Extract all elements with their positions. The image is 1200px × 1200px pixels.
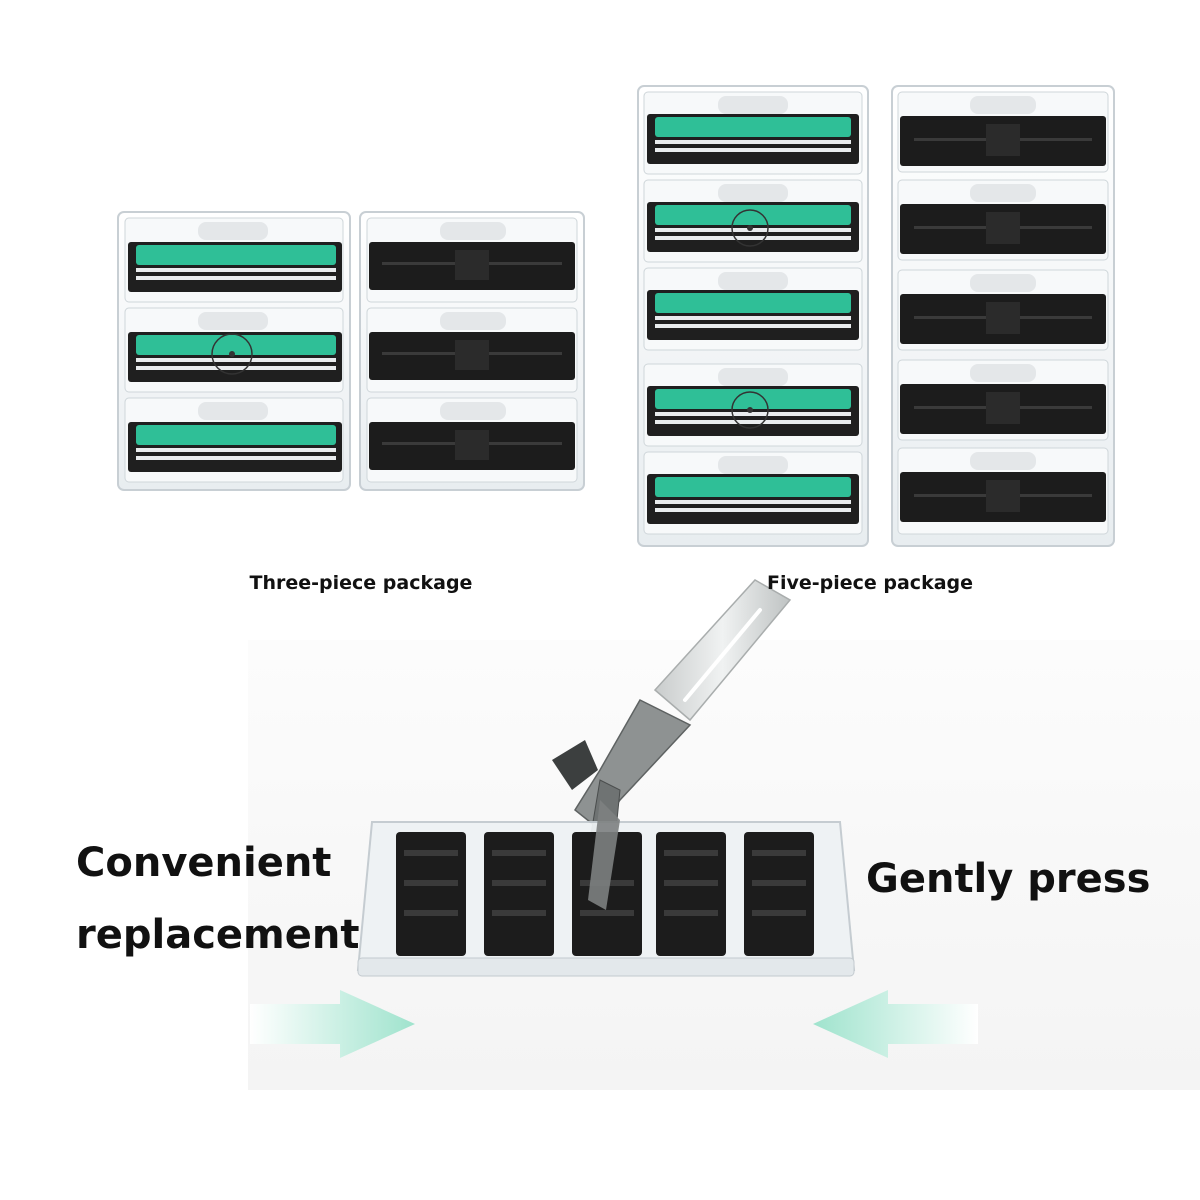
tray-cartridge	[484, 832, 554, 956]
arrow-right-icon	[250, 990, 415, 1058]
green-cartridge	[643, 363, 863, 447]
headline-convenient: Convenient	[76, 840, 332, 886]
green-cartridge	[643, 267, 863, 351]
black-cartridge	[897, 91, 1109, 173]
black-cartridge	[897, 447, 1109, 535]
cartridge-tray	[356, 800, 856, 977]
green-cartridge	[643, 91, 863, 175]
black-cartridge	[366, 307, 578, 393]
black-cartridge	[897, 269, 1109, 351]
tray-cartridge	[396, 832, 466, 956]
three-piece-caption: Three-piece package	[249, 572, 473, 594]
three-piece-black-column	[359, 211, 585, 491]
five-piece-black-column	[891, 85, 1115, 547]
arrow-left-icon	[813, 990, 978, 1058]
tray-cartridge	[744, 832, 814, 956]
black-cartridge	[366, 397, 578, 483]
five-piece-caption: Five-piece package	[766, 572, 974, 594]
three-piece-green-column	[117, 211, 351, 491]
black-cartridge	[897, 179, 1109, 261]
five-piece-green-column	[637, 85, 869, 547]
black-cartridge	[366, 217, 578, 303]
green-cartridge	[124, 307, 344, 393]
headline-gently-press: Gently press	[866, 856, 1151, 902]
green-cartridge	[124, 217, 344, 303]
headline-replacement: replacement	[76, 912, 360, 958]
green-cartridge	[124, 397, 344, 483]
green-cartridge	[643, 451, 863, 535]
green-cartridge	[643, 179, 863, 263]
tray-cartridge	[656, 832, 726, 956]
black-cartridge	[897, 359, 1109, 441]
